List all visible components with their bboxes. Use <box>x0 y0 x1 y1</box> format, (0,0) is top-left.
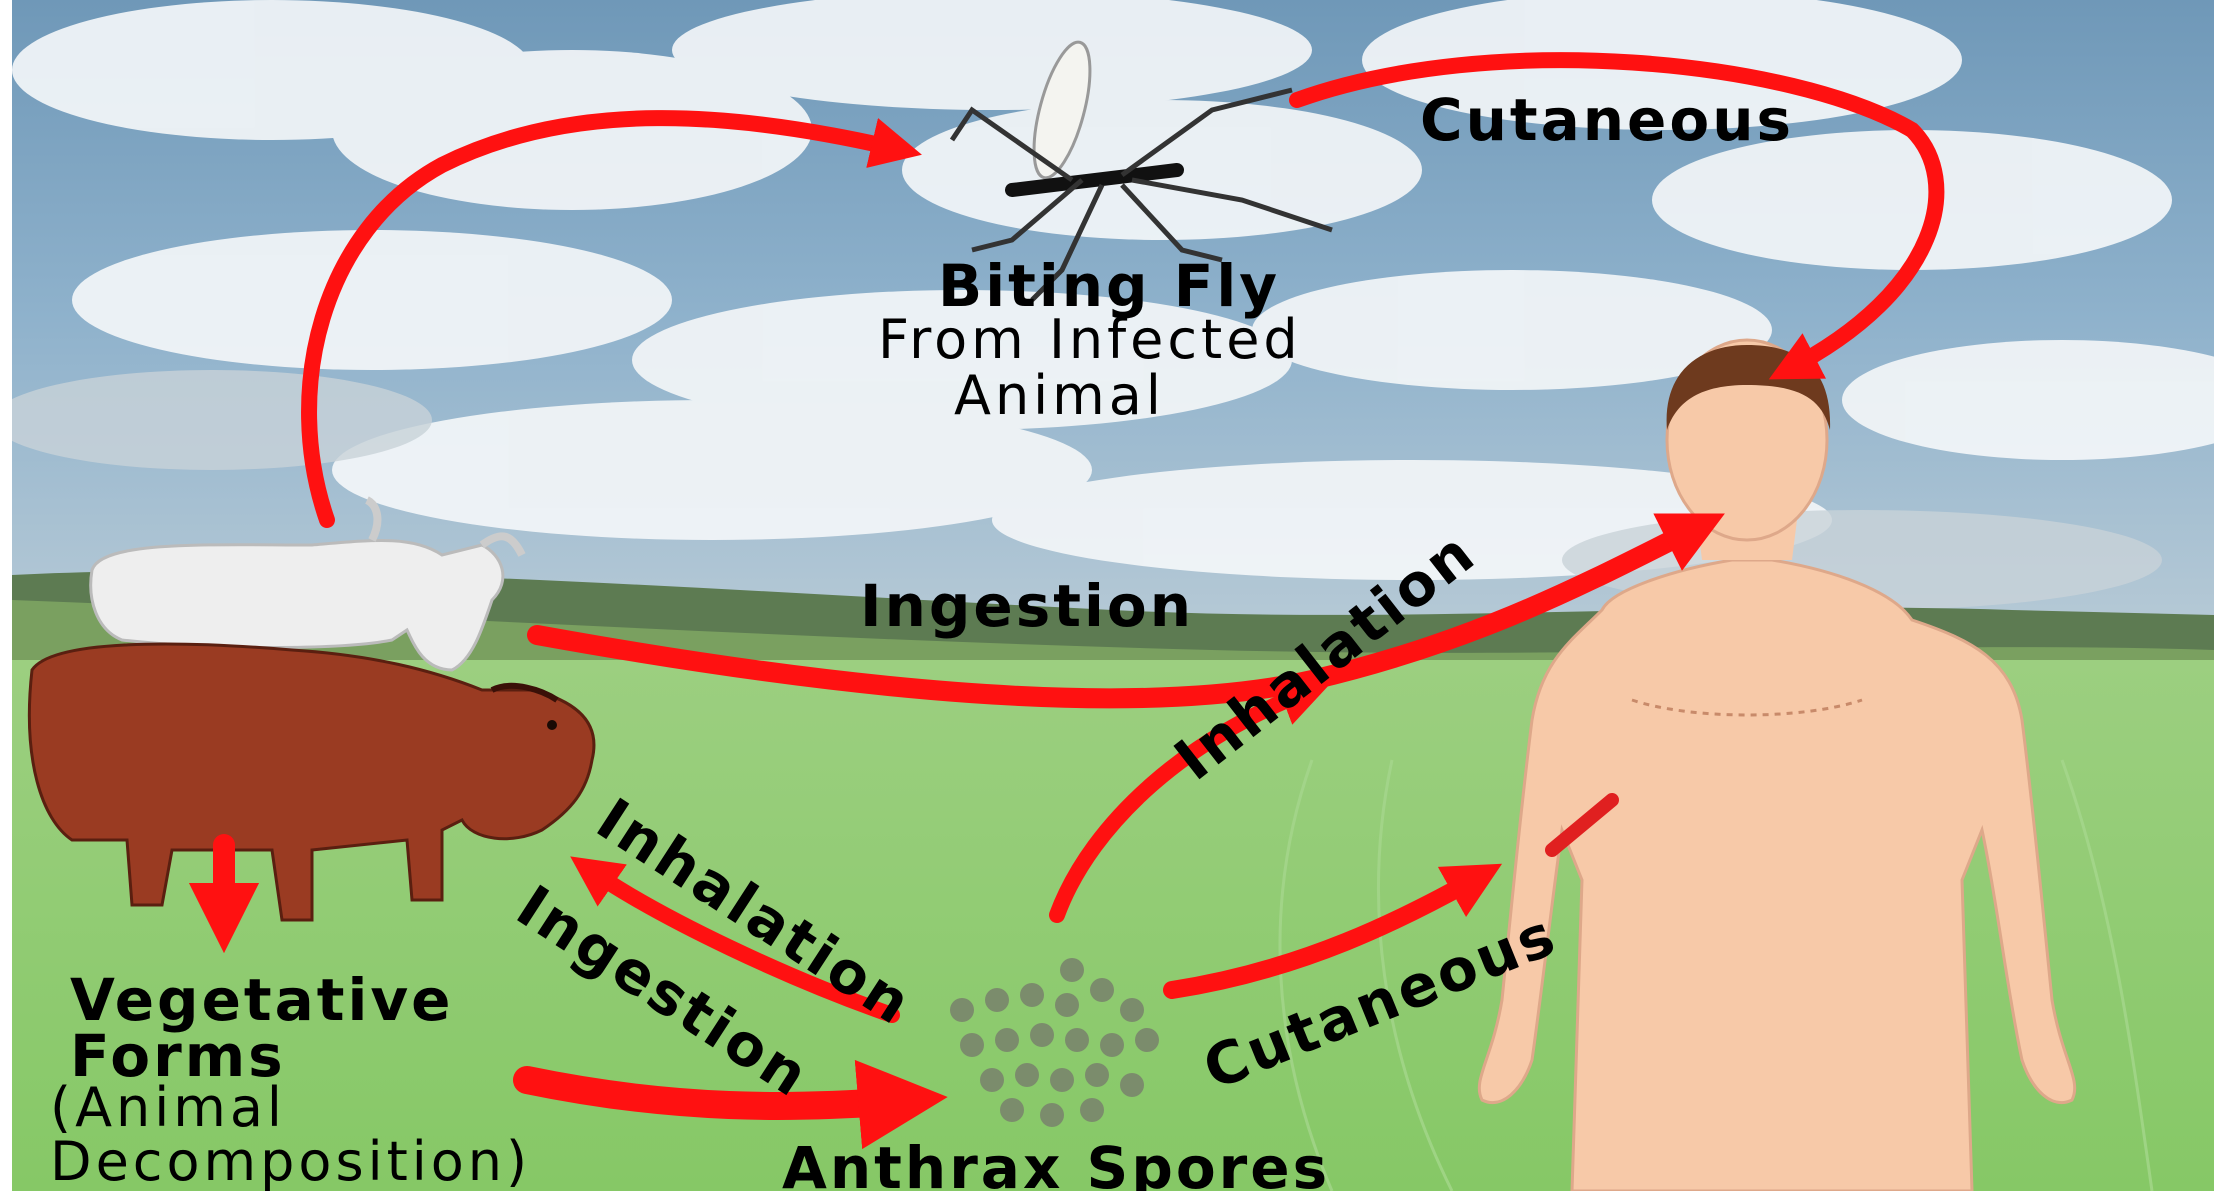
fly-subtitle-line2: Animal <box>954 364 1165 427</box>
fly-subtitle-line1: From Infected <box>878 308 1302 371</box>
spores-title: Anthrax Spores <box>782 1134 1330 1191</box>
edge-label-fly-cutaneous: Cutaneous <box>1420 86 1794 154</box>
anthrax-transmission-diagram: Biting Fly From Infected Animal Vegetati… <box>12 0 2214 1191</box>
edge-label-animal-ingestion: Ingestion <box>860 572 1194 640</box>
vegetative-subtitle-line2: Decomposition) <box>50 1130 531 1191</box>
